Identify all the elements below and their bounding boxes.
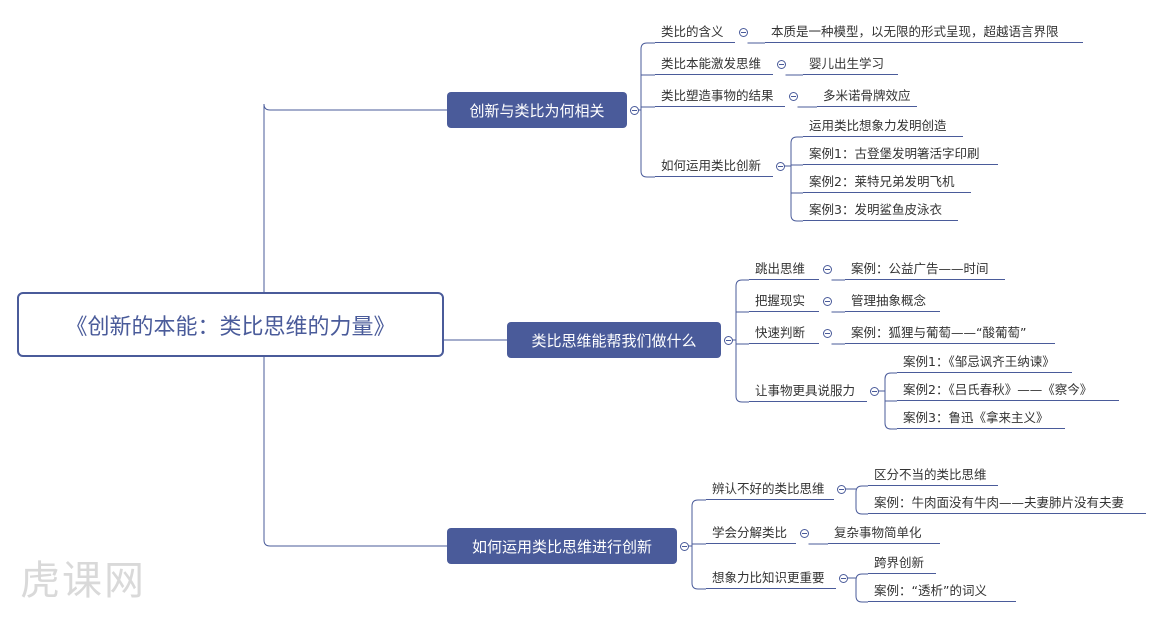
collapse-toggle-icon[interactable]	[788, 91, 798, 101]
collapse-toggle-icon[interactable]	[822, 296, 832, 306]
leaf-topic[interactable]: 区分不当的类比思维	[868, 464, 998, 486]
connector-line	[790, 136, 803, 144]
subtopic[interactable]: 类比塑造事物的结果	[655, 85, 785, 107]
leaf-topic[interactable]: 案例：公益广告——时间	[845, 258, 1005, 280]
connector-line	[691, 499, 706, 507]
watermark-logo: 虎课网	[20, 558, 146, 604]
leaf-topic[interactable]: 案例1：《邹忌讽齐王纳谏》	[897, 351, 1072, 373]
connector-line	[735, 279, 749, 287]
collapse-toggle-icon[interactable]	[723, 335, 733, 345]
subtopic[interactable]: 想象力比知识更重要	[706, 567, 836, 589]
connector-line	[691, 582, 706, 590]
branch-topic[interactable]: 类比思维能帮我们做什么	[507, 322, 721, 358]
collapse-toggle-icon[interactable]	[836, 484, 846, 494]
connector-line	[884, 372, 897, 380]
subtopic[interactable]: 辨认不好的类比思维	[706, 478, 834, 500]
leaf-topic[interactable]: 案例1：古登堡发明箸活字印刷	[803, 143, 998, 165]
leaf-topic[interactable]: 案例：狐狸与葡萄——“酸葡萄”	[845, 322, 1055, 344]
subtopic[interactable]: 快速判断	[749, 322, 819, 344]
connector-line	[855, 485, 868, 493]
leaf-topic[interactable]: 本质是一种模型，以无限的形式呈现，超越语言界限	[765, 21, 1083, 43]
subtopic[interactable]: 跳出思维	[749, 258, 819, 280]
connector-line	[640, 170, 655, 178]
collapse-toggle-icon[interactable]	[838, 573, 848, 583]
root-topic[interactable]: 《创新的本能：类比思维的力量》	[17, 292, 444, 357]
collapse-toggle-icon[interactable]	[775, 161, 785, 171]
leaf-topic[interactable]: 跨界创新	[868, 552, 936, 574]
leaf-topic[interactable]: 复杂事物简单化	[828, 522, 940, 544]
subtopic[interactable]: 类比的含义	[655, 21, 735, 43]
leaf-topic[interactable]: 案例：牛肉面没有牛肉——夫妻肺片没有夫妻	[868, 492, 1146, 514]
leaf-topic[interactable]: 案例3：鲁迅《拿来主义》	[897, 407, 1065, 429]
collapse-toggle-icon[interactable]	[799, 528, 809, 538]
collapse-toggle-icon[interactable]	[822, 264, 832, 274]
collapse-toggle-icon[interactable]	[776, 59, 786, 69]
collapse-toggle-icon[interactable]	[822, 328, 832, 338]
leaf-topic[interactable]: 案例2：《吕氏春秋》——《察今》	[897, 379, 1119, 401]
collapse-toggle-icon[interactable]	[679, 541, 689, 551]
leaf-topic[interactable]: 案例2：莱特兄弟发明飞机	[803, 171, 971, 193]
connector-line	[884, 422, 897, 430]
connector-line	[855, 507, 868, 515]
subtopic[interactable]: 如何运用类比创新	[655, 155, 773, 177]
collapse-toggle-icon[interactable]	[629, 105, 639, 115]
connector-line	[263, 357, 447, 547]
connector-line	[855, 595, 868, 603]
connector-line	[640, 42, 655, 50]
collapse-toggle-icon[interactable]	[869, 386, 879, 396]
leaf-topic[interactable]: 运用类比想象力发明创造	[803, 115, 963, 137]
leaf-topic[interactable]: 案例3：发明鲨鱼皮泳衣	[803, 199, 958, 221]
subtopic[interactable]: 类比本能激发思维	[655, 53, 773, 75]
leaf-topic[interactable]: 案例：“透析”的词义	[868, 580, 1016, 602]
connector-line	[790, 214, 803, 222]
leaf-topic[interactable]: 多米诺骨牌效应	[817, 85, 917, 107]
connector-line	[855, 573, 868, 581]
branch-topic[interactable]: 如何运用类比思维进行创新	[447, 528, 677, 564]
branch-topic[interactable]: 创新与类比为何相关	[447, 92, 627, 128]
collapse-toggle-icon[interactable]	[738, 27, 748, 37]
leaf-topic[interactable]: 管理抽象概念	[845, 290, 940, 312]
subtopic[interactable]: 学会分解类比	[706, 522, 796, 544]
subtopic[interactable]: 把握现实	[749, 290, 819, 312]
connector-line	[735, 395, 749, 403]
connector-line	[263, 103, 447, 292]
subtopic[interactable]: 让事物更具说服力	[749, 380, 867, 402]
leaf-topic[interactable]: 婴儿出生学习	[803, 53, 898, 75]
